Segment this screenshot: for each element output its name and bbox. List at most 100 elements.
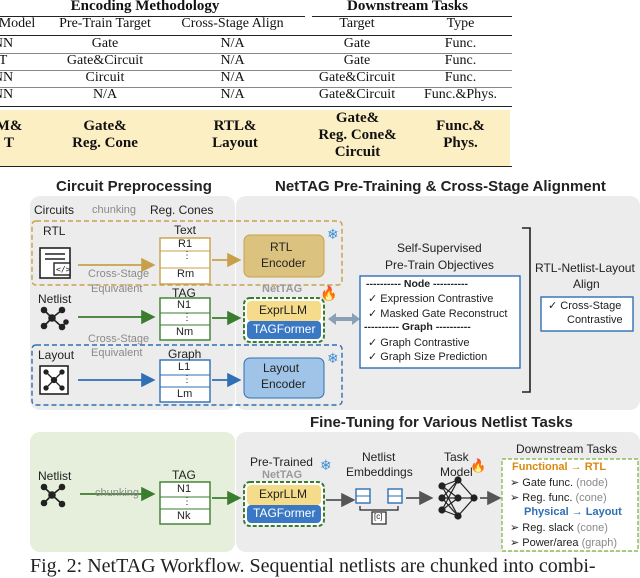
ssl-objectives-box — [359, 275, 521, 369]
ft-cone-dots: ⋮ — [182, 496, 192, 507]
objective-item: ✓ Graph Contrastive — [368, 337, 470, 349]
table-cell: N/A — [220, 87, 245, 102]
table-cell: Func. — [444, 70, 477, 85]
tag-label: TAG — [172, 286, 196, 300]
ft-netlist-label: Netlist — [38, 469, 72, 483]
cone-dots: ⋮ — [182, 312, 192, 323]
table-cell: Func. — [444, 53, 477, 68]
ft-exprllm-label: ExprLLM — [259, 487, 308, 501]
cone-n1: N1 — [177, 299, 192, 311]
svg-text:</>: </> — [56, 265, 71, 274]
cone-lm: Lm — [177, 388, 193, 400]
hl-type: Func.&Phys. — [436, 118, 485, 151]
ft-embeddings-label: Netlist — [362, 450, 396, 464]
task-model-icon — [438, 476, 478, 520]
ft-tag-label: TAG — [172, 468, 196, 482]
exprllm-label: ExprLLM — [259, 303, 308, 317]
col-pretrain: Pre-Train Target — [59, 16, 151, 31]
table-cell: NN — [0, 70, 14, 85]
layout-encoder — [243, 357, 325, 399]
layout-icon — [39, 365, 69, 395]
downstream-title: Downstream Tasks — [516, 442, 618, 456]
rtl-encoder-label: RTL — [270, 240, 293, 254]
ft-chunking-label: chunking — [95, 487, 140, 499]
table-cell: Gate — [343, 53, 371, 68]
ft-cone-nk: Nk — [177, 510, 191, 522]
rtl-group — [31, 220, 343, 286]
rtl-encoder-label: Encoder — [261, 256, 306, 270]
group-header-downstream: Downstream Tasks — [346, 0, 468, 14]
table-cell: Gate — [343, 36, 371, 51]
tagformer-label: TAGFormer — [253, 322, 316, 336]
table-cell: NN — [0, 36, 14, 51]
objective-item: ✓ Graph Size Prediction — [368, 351, 488, 363]
ft-task-model-label: Task — [444, 450, 469, 464]
col-align: Cross-Stage Align — [181, 16, 284, 31]
table-cell: Gate — [91, 36, 119, 51]
hl-target: Gate&Reg. Cone&Circuit — [318, 110, 397, 160]
col-chunking: chunking — [92, 204, 137, 216]
cone-rm: Rm — [177, 268, 195, 280]
layout-group — [31, 344, 343, 406]
preprocessing-title: Circuit Preprocessing — [56, 178, 212, 195]
downstream-box — [501, 458, 639, 552]
graph-header: ---------- Graph ---------- — [364, 321, 471, 333]
ds-functional-header: Functional → RTL — [512, 461, 607, 473]
objective-item: ✓ Expression Contrastive — [368, 293, 494, 305]
embeddings-icon — [355, 488, 403, 525]
cone-nm: Nm — [176, 326, 194, 338]
table-cell: T — [0, 53, 8, 68]
ft-task-model-label: Model — [440, 465, 473, 479]
ft-pretrained-label: Pre-Trained — [250, 455, 313, 469]
text-label: Text — [174, 223, 197, 237]
table-cell: N/A — [220, 53, 245, 68]
col-regcones: Reg. Cones — [150, 203, 214, 217]
table-cell: Gate&Circuit — [318, 70, 396, 85]
layout-encoder-label: Layout — [263, 361, 300, 375]
nettag-label: NetTAG — [262, 283, 303, 295]
graph-label: Graph — [168, 347, 202, 361]
align-title: Align — [573, 277, 600, 291]
ft-cone-n1: N1 — [177, 483, 192, 495]
col-target: Target — [339, 16, 375, 31]
col-type: Type — [446, 16, 475, 31]
ft-netlist-icon — [40, 483, 66, 508]
table-cell: N/A — [220, 70, 245, 85]
svg-text:🔥: 🔥 — [320, 285, 337, 302]
cone-r1: R1 — [178, 238, 193, 250]
cone-dots: ⋮ — [182, 374, 192, 385]
netlist-label: Netlist — [38, 292, 72, 306]
ft-cls-token: [c] — [374, 512, 383, 521]
objective-item: ✓ Masked Gate Reconstruct — [368, 308, 508, 320]
pretraining-title: NetTAG Pre-Training & Cross-Stage Alignm… — [275, 178, 606, 195]
highlight-row — [0, 110, 510, 166]
table-cell: NN — [0, 87, 14, 102]
equivalent-label: Equivalent — [91, 347, 143, 359]
netlist-graph-icon — [40, 306, 69, 331]
align-item: Contrastive — [567, 314, 623, 326]
cross-stage-label: Cross-Stage — [88, 333, 150, 345]
align-box — [540, 296, 634, 332]
hl-pretrain: Gate&Reg. Cone — [72, 118, 138, 151]
cone-dots: ⋮ — [182, 250, 192, 261]
ssl-title: Pre-Train Objectives — [385, 258, 494, 272]
layout-encoder-label: Encoder — [261, 377, 306, 391]
ft-embeddings-label: Embeddings — [346, 465, 413, 479]
table-cell: Circuit — [85, 70, 125, 85]
align-item: ✓ Cross-Stage — [548, 300, 622, 312]
finetune-title: Fine-Tuning for Various Netlist Tasks — [310, 414, 573, 431]
equivalent-label: Equivalent — [91, 283, 143, 295]
align-title: RTL-Netlist-Layout — [535, 261, 635, 275]
cone-l1: L1 — [178, 361, 191, 373]
ds-task-item: ➢ Gate func. (node) — [510, 477, 608, 489]
ds-task-item: ➢ Reg. slack (cone) — [510, 522, 608, 534]
col-model: Model — [0, 16, 36, 31]
table-cell: Func.&Phys. — [423, 87, 498, 102]
table-cell: Gate&Circuit — [66, 53, 144, 68]
rtl-label: RTL — [43, 224, 66, 238]
node-header: ---------- Node ---------- — [366, 278, 469, 290]
svg-text:❄: ❄ — [327, 228, 339, 243]
figure-caption: Fig. 2: NetTAG Workflow. Sequential netl… — [30, 555, 596, 577]
ft-tagformer-label: TAGFormer — [253, 506, 316, 520]
